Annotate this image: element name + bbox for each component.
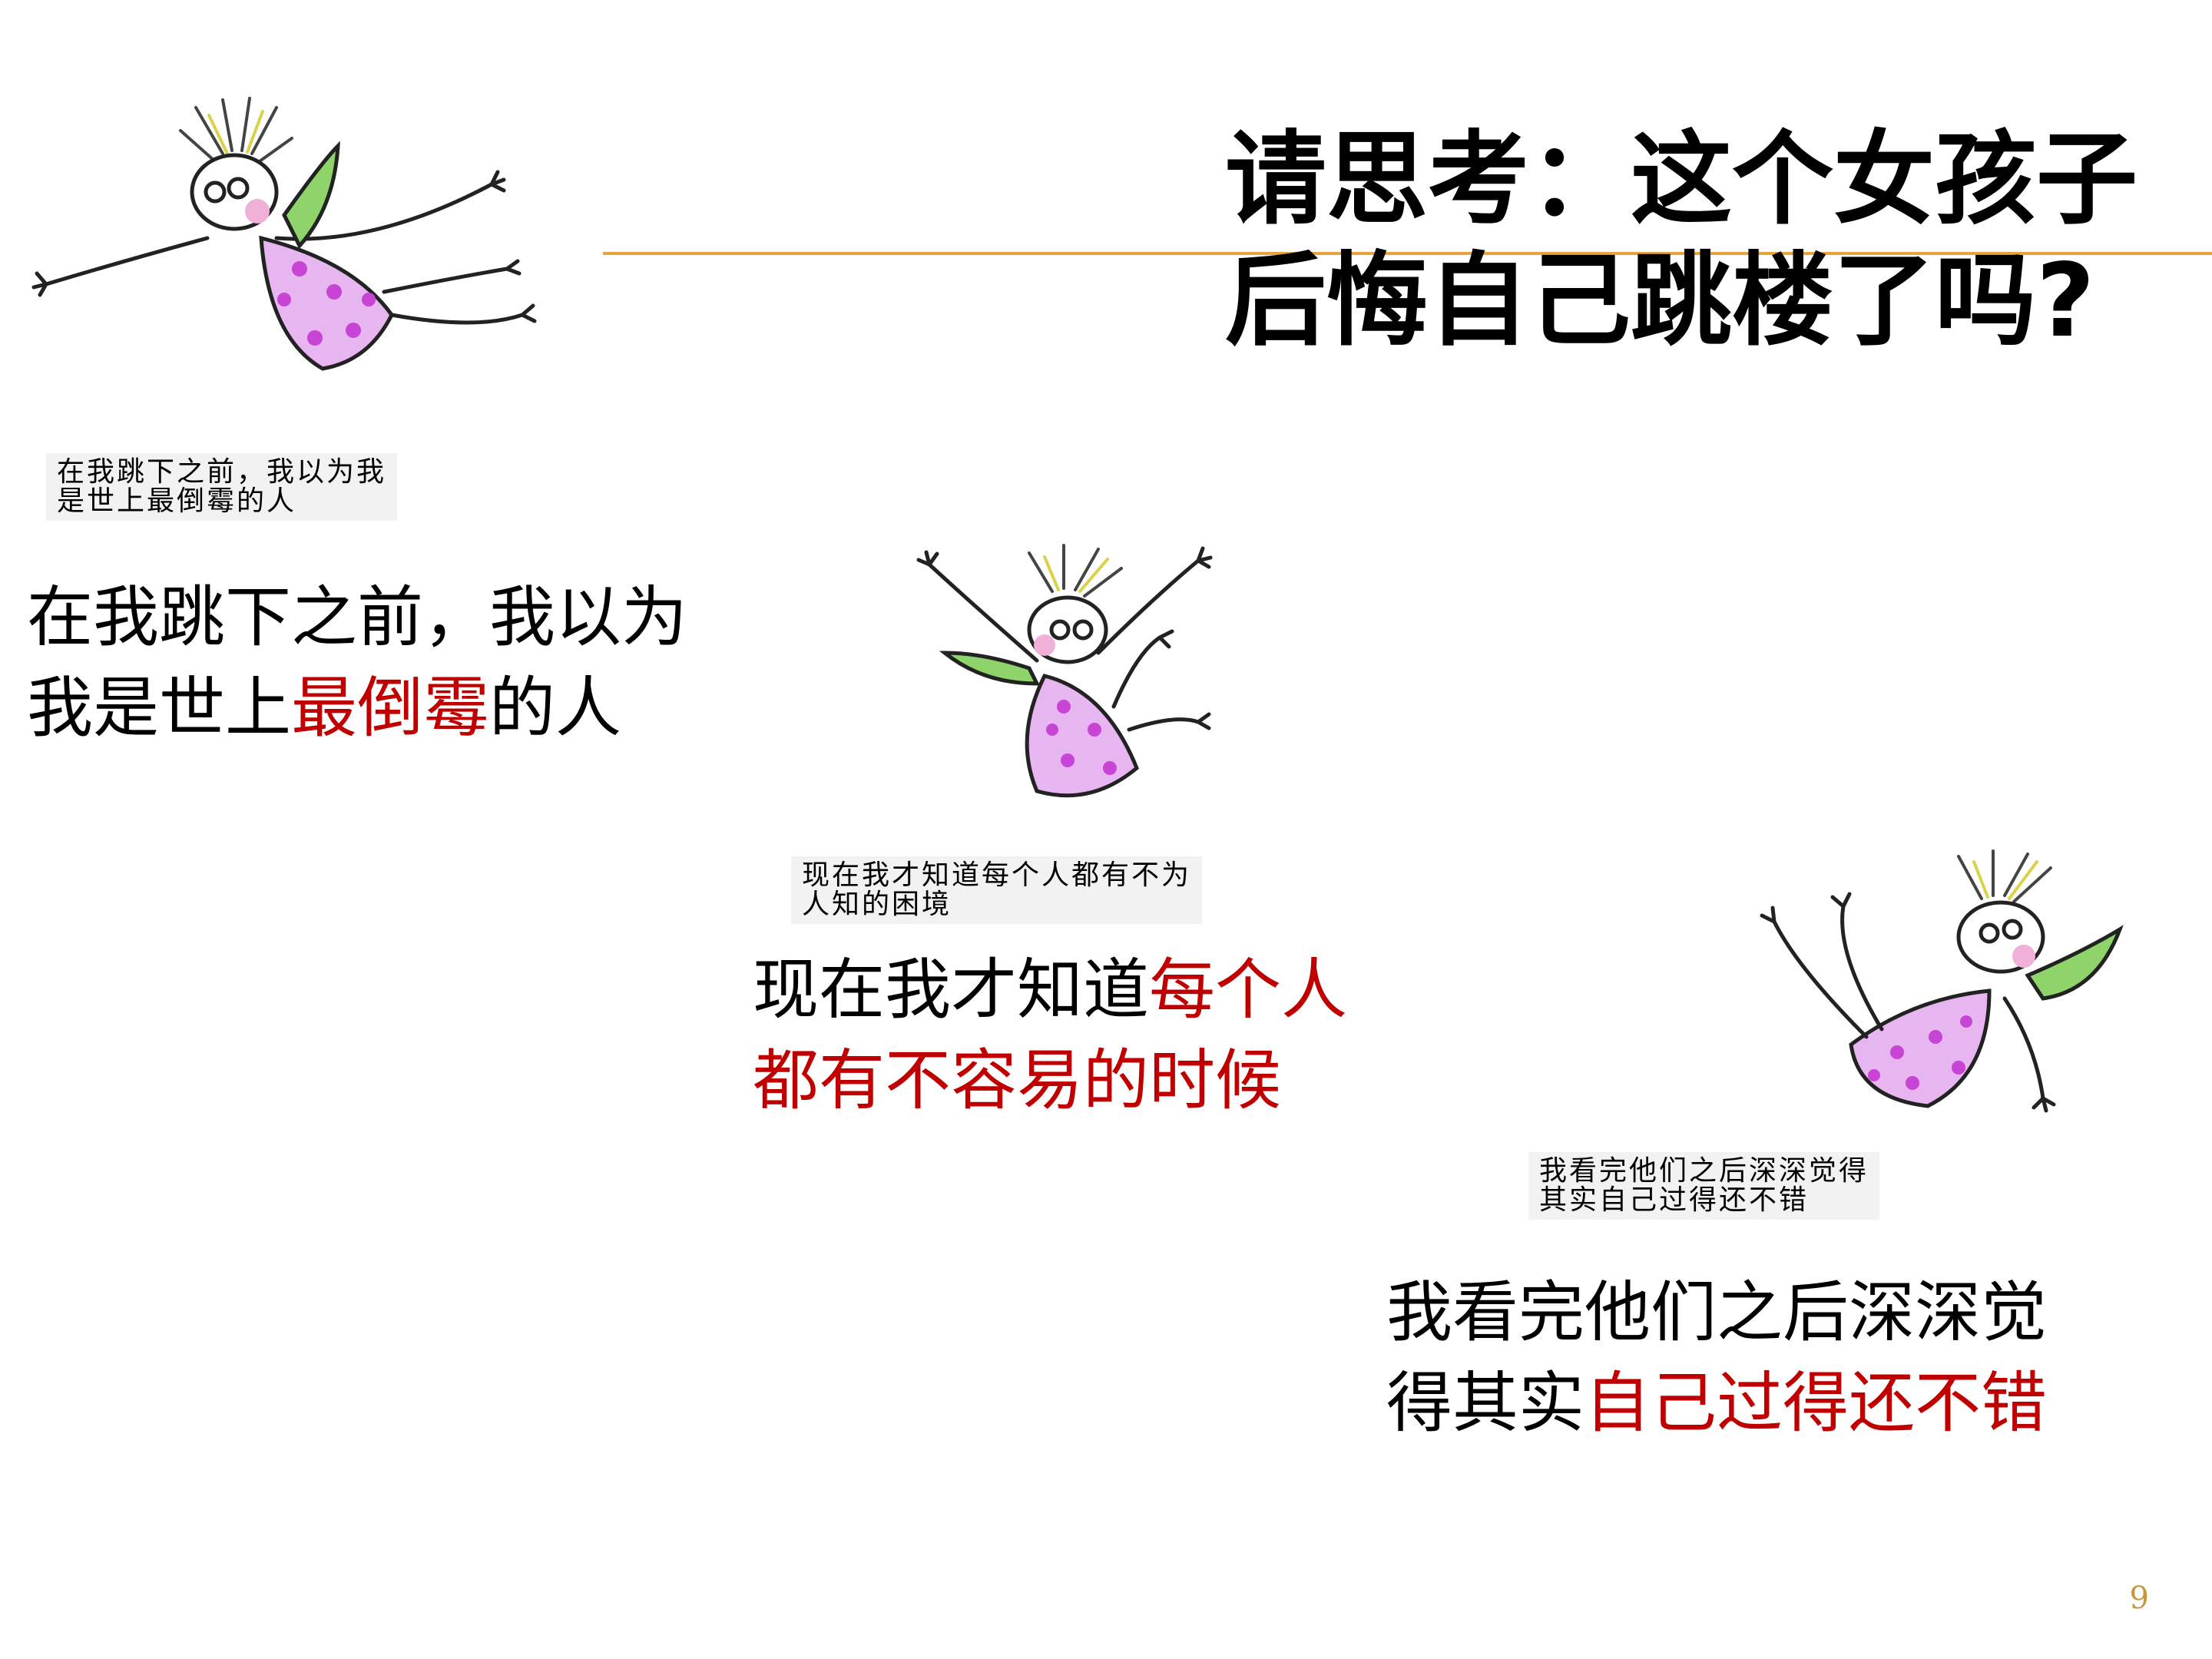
falling-girl-illustration-1 bbox=[31, 97, 537, 371]
page-number: 9 bbox=[2129, 1581, 2149, 1616]
narration-2-line-1: 现在我才知道每个人 bbox=[753, 945, 1347, 1035]
narration-1-line-1: 在我跳下之前，我以为 bbox=[27, 579, 687, 656]
caption-2-line-1: 现在我才知道每个人都有不为 bbox=[802, 859, 1192, 891]
narration-2-highlight-2: 都有不容易的时候 bbox=[753, 1042, 1281, 1119]
comic-caption-3: 我看完他们之后深深觉得 其实自己过得还不错 bbox=[1528, 1152, 1880, 1220]
comic-caption-1: 在我跳下之前，我以为我 是世上最倒霉的人 bbox=[46, 453, 398, 521]
comic-caption-2: 现在我才知道每个人都有不为 人知的困境 bbox=[791, 856, 1203, 924]
narration-3-highlight: 自己过得还不错 bbox=[1584, 1365, 2047, 1442]
caption-1-line-1: 在我跳下之前，我以为我 bbox=[57, 456, 387, 488]
narration-3-line-2: 得其实自己过得还不错 bbox=[1386, 1358, 2047, 1449]
slide-title: 请思考：这个女孩子 后悔自己跳楼了吗? bbox=[1225, 119, 2137, 362]
narration-1-line-2-end: 的人 bbox=[489, 670, 621, 747]
narration-1-line-2: 我是世上最倒霉的人 bbox=[27, 663, 687, 753]
title-divider-line bbox=[603, 252, 2212, 255]
narration-2: 现在我才知道每个人 都有不容易的时候 bbox=[753, 945, 1347, 1126]
narration-1-highlight: 最倒霉 bbox=[291, 670, 489, 747]
caption-3-line-2: 其实自己过得还不错 bbox=[1539, 1184, 1810, 1216]
caption-2-line-2: 人知的困境 bbox=[802, 889, 952, 920]
title-line-2: 后悔自己跳楼了吗? bbox=[1225, 242, 2095, 360]
narration-2-highlight-1: 每个人 bbox=[1149, 952, 1347, 1028]
title-line-1: 请思考：这个女孩子 bbox=[1225, 121, 2137, 239]
narration-2-line-1-start: 现在我才知道 bbox=[753, 952, 1149, 1028]
narration-3: 我看完他们之后深深觉 得其实自己过得还不错 bbox=[1386, 1267, 2047, 1449]
falling-girl-illustration-2 bbox=[916, 544, 1213, 798]
falling-girl-illustration-3 bbox=[1760, 849, 2124, 1113]
caption-3-line-1: 我看完他们之后深深觉得 bbox=[1539, 1155, 1869, 1187]
caption-1-line-2: 是世上最倒霉的人 bbox=[57, 485, 297, 517]
narration-3-line-1: 我看完他们之后深深觉 bbox=[1386, 1274, 2047, 1351]
narration-3-line-2-start: 得其实 bbox=[1386, 1365, 1584, 1442]
narration-1: 在我跳下之前，我以为 我是世上最倒霉的人 bbox=[27, 572, 687, 753]
narration-1-line-2-start: 我是世上 bbox=[27, 670, 291, 747]
